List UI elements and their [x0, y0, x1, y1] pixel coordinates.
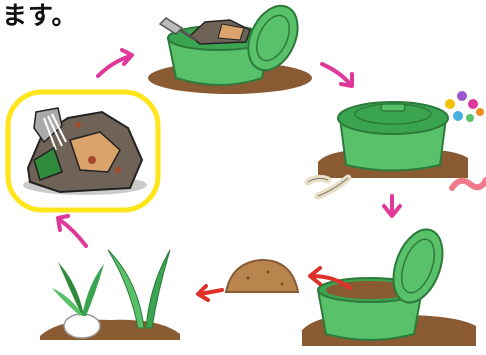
compost-bin-open-icon [148, 0, 312, 94]
larvae-icon [308, 178, 348, 196]
arrow-icon [58, 216, 86, 246]
arrow-icon [384, 196, 400, 216]
vegetable-sprouts-icon [40, 250, 180, 340]
compost-bin-closed-icon [318, 102, 468, 178]
arrow-icon [98, 50, 132, 76]
compost-mound-icon [226, 260, 298, 292]
microbes-icon [445, 91, 484, 122]
arrow-icon [322, 64, 352, 86]
arrow-icon [198, 286, 222, 300]
worm-icon [452, 180, 486, 188]
food-scraps-icon [8, 92, 158, 210]
compost-bin-ready-icon [302, 223, 476, 346]
